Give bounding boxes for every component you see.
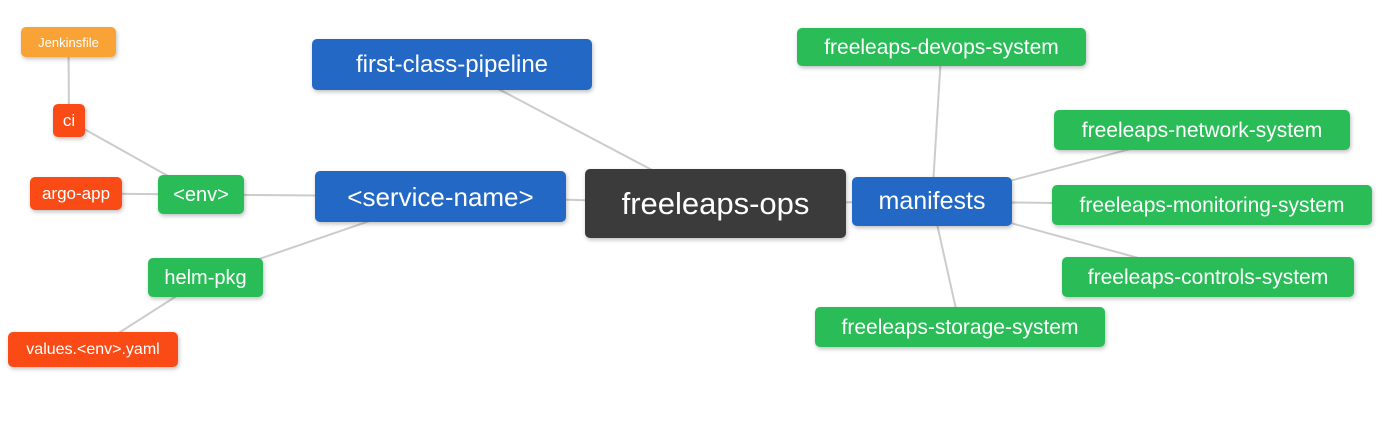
node-service-name[interactable]: <service-name>	[315, 171, 566, 222]
node-freeleaps-devops-system[interactable]: freeleaps-devops-system	[797, 28, 1086, 66]
node-first-class-pipeline[interactable]: first-class-pipeline	[312, 39, 592, 90]
node-jenkinsfile[interactable]: Jenkinsfile	[21, 27, 116, 57]
node-freeleaps-network-system[interactable]: freeleaps-network-system	[1054, 110, 1350, 150]
node-freeleaps-controls-system[interactable]: freeleaps-controls-system	[1062, 257, 1354, 297]
node-freeleaps-storage-system[interactable]: freeleaps-storage-system	[815, 307, 1105, 347]
edge-manifests-freeleaps-devops-system	[931, 46, 943, 202]
node-helm-pkg[interactable]: helm-pkg	[148, 258, 263, 297]
node-argo-app[interactable]: argo-app	[30, 177, 122, 210]
node-freeleaps-monitoring-system[interactable]: freeleaps-monitoring-system	[1052, 185, 1372, 225]
node-freeleaps-ops[interactable]: freeleaps-ops	[585, 169, 846, 238]
node-ci[interactable]: ci	[53, 104, 85, 137]
node-values-env-yaml[interactable]: values.<env>.yaml	[8, 332, 178, 367]
node-manifests[interactable]: manifests	[852, 177, 1012, 226]
node-env[interactable]: <env>	[158, 175, 244, 214]
